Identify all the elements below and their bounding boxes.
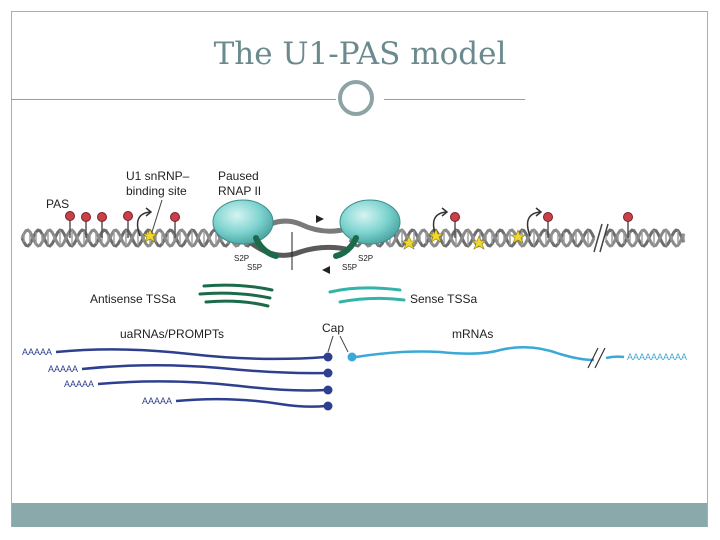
pas-marker — [97, 212, 107, 238]
label-sense-tssa: Sense TSSa — [410, 292, 477, 306]
mrna-strand: AAAAAAAAAA — [347, 346, 687, 369]
label-ua-rnas: uaRNAs/PROMPTs — [120, 327, 224, 341]
cap-leader-left — [327, 335, 334, 353]
polya-tail-mrna: AAAAAAAAAA — [627, 352, 687, 362]
polya-tail-2: AAAAA — [48, 364, 78, 374]
label-cap: Cap — [322, 321, 344, 335]
ua-rna-caps — [323, 352, 333, 411]
title-ring-ornament — [338, 80, 374, 116]
label-u1-line2: binding site — [126, 184, 187, 198]
star-icon — [471, 235, 487, 250]
star-icon — [428, 228, 444, 243]
ua-rna-strand — [81, 364, 327, 375]
title-rule-right — [384, 99, 525, 100]
pas-marker — [170, 212, 180, 238]
cap-leader-right — [339, 335, 349, 353]
pas-marker — [123, 211, 133, 238]
polya-tail-1: AAAAA — [22, 347, 52, 357]
pas-marker — [543, 212, 553, 238]
ua-rna-strand — [175, 397, 327, 408]
mrna-break-mark — [594, 347, 606, 369]
label-s5p-right: S5P — [342, 263, 357, 272]
pas-marker — [81, 212, 91, 238]
pas-markers — [65, 211, 633, 238]
mrna-break-mark — [587, 347, 599, 369]
ctd-tail-right — [333, 235, 359, 259]
star-icon — [401, 235, 417, 250]
star-icon — [142, 228, 158, 243]
polya-tail-3: AAAAA — [64, 379, 94, 389]
label-paused-line2: RNAP II — [218, 184, 261, 198]
sense-tssa-rnas — [328, 286, 406, 304]
label-mrnas: mRNAs — [452, 327, 493, 341]
cap-dot-icon — [323, 352, 333, 362]
label-s5p-left: S5P — [247, 263, 262, 272]
ua-rna-strand — [55, 348, 327, 361]
slide-title: The U1-PAS model — [213, 36, 507, 72]
mrna-cap-dot-icon — [347, 352, 357, 362]
label-pas: PAS — [46, 197, 69, 211]
pas-marker — [623, 212, 633, 238]
polya-tail-4: AAAAA — [142, 396, 172, 406]
dna-break-mark — [593, 223, 603, 253]
antisense-arrow-icon — [322, 266, 330, 274]
footer-bar — [12, 503, 707, 527]
u1-arrow-icon — [526, 211, 541, 237]
cap-dot-icon — [323, 368, 333, 378]
label-s2p-right: S2P — [358, 254, 373, 263]
sense-arrow-icon — [316, 215, 324, 223]
star-icon — [510, 229, 526, 244]
u1-arrow-icon — [136, 211, 151, 237]
ua-rna-strands — [55, 348, 327, 408]
dna-break-mark — [599, 223, 609, 253]
pas-marker — [450, 212, 460, 238]
rnap-left — [212, 199, 279, 259]
antisense-tssa-rnas — [198, 283, 274, 308]
rnap-right — [333, 199, 401, 259]
ctd-tail-left — [253, 235, 279, 259]
u1-binding-stars — [142, 228, 526, 250]
cap-dot-icon — [323, 401, 333, 411]
ua-rna-strand — [97, 380, 327, 392]
pas-marker — [65, 211, 75, 238]
title-rule-left — [11, 99, 336, 100]
label-antisense-tssa: Antisense TSSa — [90, 292, 176, 306]
cap-dot-icon — [323, 385, 333, 395]
label-s2p-left: S2P — [234, 254, 249, 263]
u1-leader-line — [151, 199, 163, 233]
label-u1-line1: U1 snRNP– — [126, 169, 190, 183]
label-paused-line1: Paused — [218, 169, 259, 183]
